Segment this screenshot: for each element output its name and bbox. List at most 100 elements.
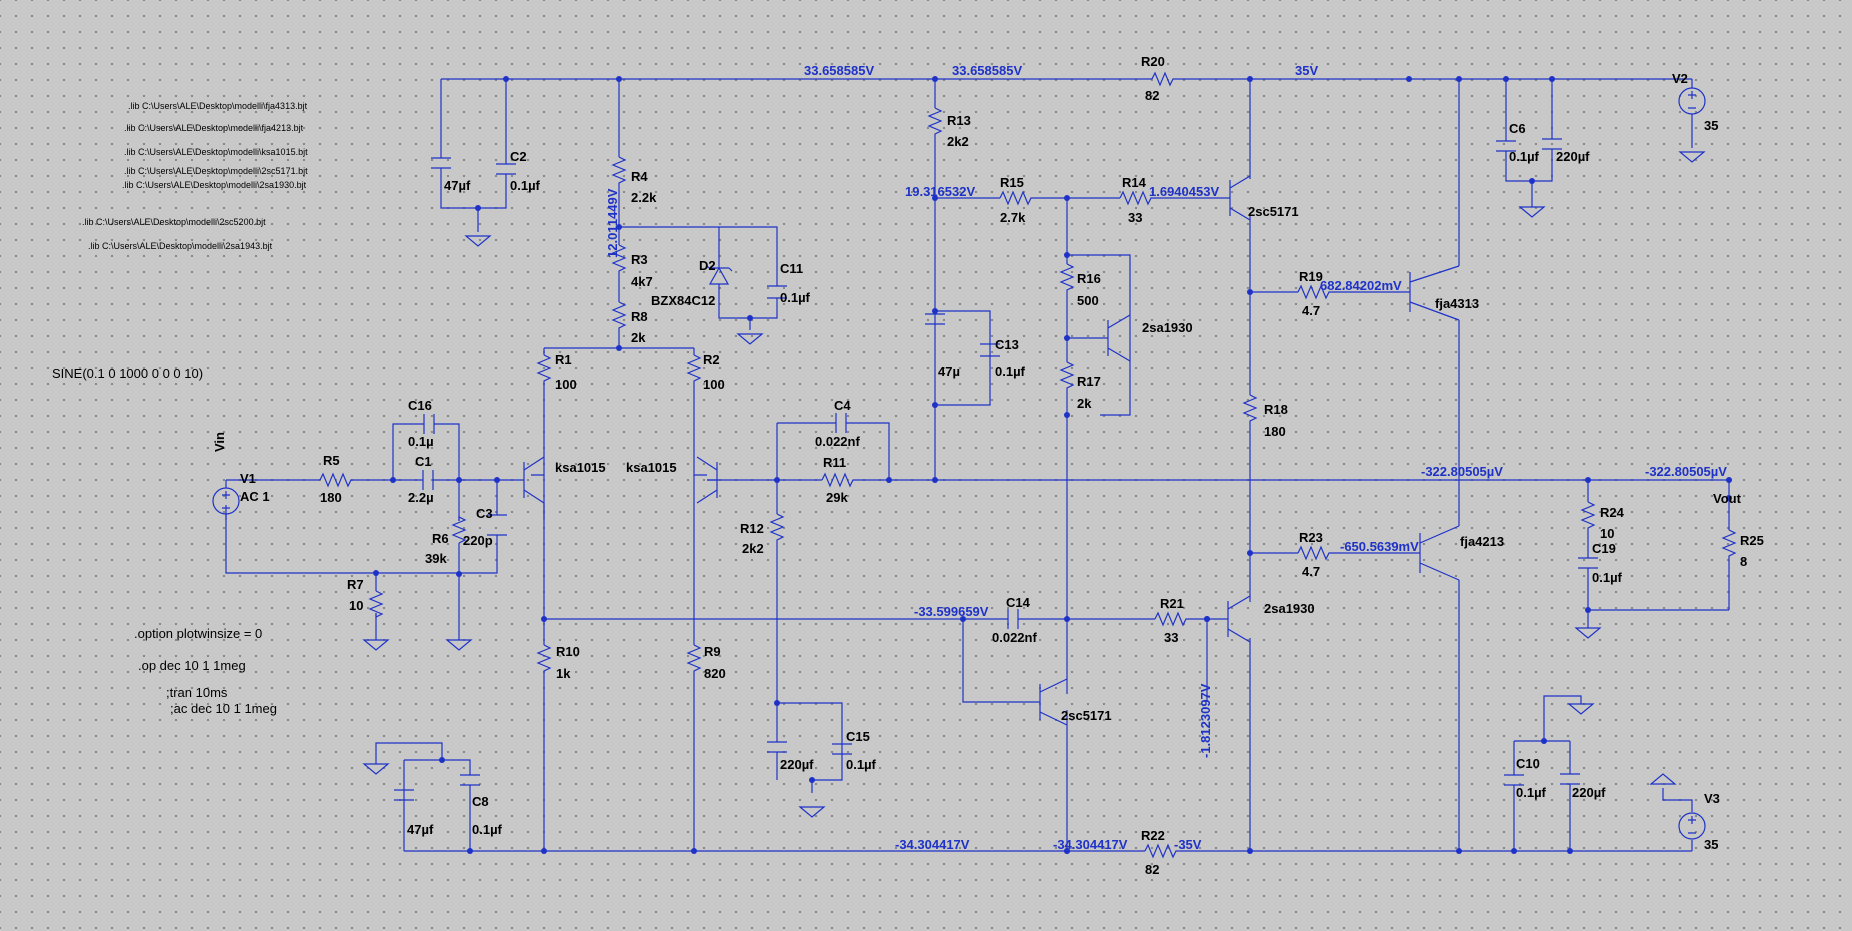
resistors	[319, 71, 1737, 859]
spice-directives: SINE(0.1 0 1000 0 0 0 10) .option plotwi…	[52, 366, 277, 716]
transistor-fja4313	[1395, 265, 1460, 321]
component-value: 33	[1128, 210, 1142, 225]
lib-line: .lib C:\Users\ALE\Desktop\modelli\fja431…	[128, 101, 308, 111]
cap-C8	[460, 774, 480, 786]
component-name: C15	[846, 729, 870, 744]
component-name: C3	[476, 506, 493, 521]
tran-directive: ;tran 10ms	[166, 685, 228, 700]
component-name: C4	[834, 398, 851, 413]
library-directives: .lib C:\Users\ALE\Desktop\modelli\fja431…	[82, 101, 308, 251]
resistor-R3	[611, 244, 627, 277]
component-name: C6	[1509, 121, 1526, 136]
component-name: R10	[556, 644, 580, 659]
component-value: 100	[555, 377, 577, 392]
lib-line: .lib C:\Users\ALE\Desktop\modelli\2sa194…	[88, 241, 273, 251]
component-value: fja4213	[1460, 534, 1504, 549]
voltage-label: -650.5639mV	[1340, 539, 1419, 554]
cap-C15	[832, 743, 852, 755]
transistors	[514, 175, 1460, 726]
component-name: R14	[1122, 175, 1147, 190]
resistor-R14	[1119, 190, 1152, 206]
component-value: 0.1µf	[510, 178, 541, 193]
component-labels: V1 AC 1 V2 35 V3 35 R1 100 R2 100 R3 4k7…	[240, 54, 1764, 877]
component-value: 2k	[631, 330, 646, 345]
voltage-label: -1.8123097V	[1198, 683, 1213, 758]
ground-icon	[1567, 703, 1595, 715]
cap-C1	[422, 470, 434, 490]
component-value: 220µf	[780, 757, 814, 772]
resistor-R8	[611, 301, 627, 333]
component-value: 0.1µf	[1509, 149, 1540, 164]
component-value: 4.7	[1302, 303, 1320, 318]
lib-line: .lib C:\Users\ALE\Desktop\modelli\ksa101…	[124, 147, 308, 157]
cap-C12	[767, 741, 787, 753]
component-name: 39k	[425, 551, 447, 566]
resistor-R7	[368, 590, 384, 618]
component-value: AC 1	[240, 489, 270, 504]
component-value: fja4313	[1435, 296, 1479, 311]
resistor-R11	[821, 472, 854, 488]
net-label-vout: Vout	[1713, 491, 1742, 506]
component-name: C19	[1592, 541, 1616, 556]
component-value: 0.1µf	[780, 290, 811, 305]
transistor-2sa1930-upper	[1100, 314, 1131, 362]
component-value: 47µ	[938, 364, 960, 379]
cap-C2	[496, 163, 516, 175]
resistor-R4	[611, 156, 627, 187]
source-V3	[1678, 812, 1706, 840]
voltage-label: -33.599659V	[914, 604, 989, 619]
component-name: C13	[995, 337, 1019, 352]
component-value: 4k7	[631, 274, 653, 289]
resistor-R22	[1144, 843, 1178, 859]
component-name: R7	[347, 577, 364, 592]
component-value: 180	[1264, 424, 1286, 439]
ground-icon	[1518, 206, 1546, 218]
component-value: 2sa1930	[1142, 320, 1193, 335]
resistor-R17	[1059, 361, 1075, 394]
component-name: C14	[1006, 595, 1031, 610]
voltage-label: 682.84202mV	[1320, 278, 1402, 293]
component-value: 0.022nf	[992, 630, 1037, 645]
component-name: R11	[823, 455, 846, 470]
component-name: R12	[740, 521, 764, 536]
voltage-label: -322.80505µV	[1645, 464, 1727, 479]
component-name: R1	[555, 352, 572, 367]
component-name: R13	[947, 113, 971, 128]
component-name: R8	[631, 309, 648, 324]
cap-C5	[431, 157, 451, 169]
component-value: 0.1µ	[408, 434, 434, 449]
resistor-R24	[1580, 501, 1596, 534]
component-value: 29k	[826, 490, 848, 505]
component-value: ksa1015	[626, 460, 677, 475]
ground-icon	[1678, 151, 1706, 163]
component-name: D2	[699, 258, 716, 273]
cap-C11	[767, 285, 787, 299]
component-name: R18	[1264, 402, 1288, 417]
ground-icon	[362, 639, 390, 651]
capacitors	[394, 138, 1598, 801]
component-name: R17	[1077, 374, 1101, 389]
component-name: R16	[1077, 271, 1101, 286]
component-value: 47µf	[407, 822, 434, 837]
source-V2	[1678, 87, 1706, 115]
voltage-readouts: 33.658585V 33.658585V 35V 12.011449V 19.…	[605, 63, 1727, 852]
component-value: 2k2	[947, 134, 969, 149]
resistor-R9	[686, 644, 702, 677]
resistor-R21	[1154, 611, 1187, 627]
component-name: V2	[1672, 71, 1688, 86]
component-name: R25	[1740, 533, 1764, 548]
cap-C17	[1542, 138, 1562, 150]
component-value: 2k	[1077, 396, 1092, 411]
component-value: 4.7	[1302, 564, 1320, 579]
component-value: 82	[1145, 862, 1159, 877]
resistor-R12	[769, 513, 785, 546]
component-value: 47µf	[444, 178, 471, 193]
ground-icon	[798, 806, 826, 818]
component-name: C8	[472, 794, 489, 809]
resistor-R2	[686, 354, 702, 387]
component-name: R4	[631, 169, 648, 184]
junctions	[373, 76, 1732, 854]
lib-line: .lib C:\Users\ALE\Desktop\modelli\2sc520…	[82, 217, 266, 227]
voltage-label: 33.658585V	[804, 63, 874, 78]
